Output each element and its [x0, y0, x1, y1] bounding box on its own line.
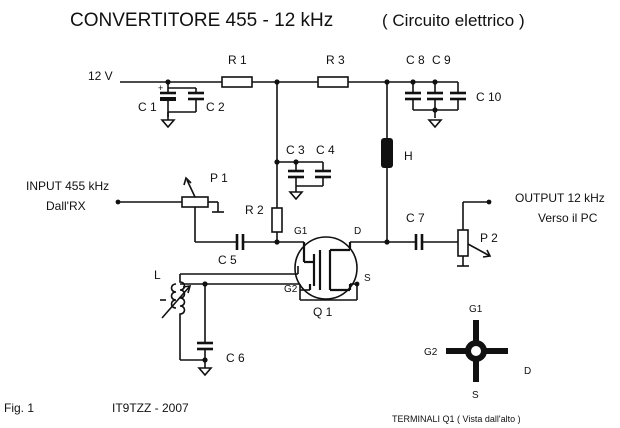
- r3-label: R 3: [326, 53, 345, 67]
- figure-label: Fig. 1: [4, 401, 34, 415]
- p1-wiper: [186, 179, 196, 198]
- input-line2: Dall'RX: [46, 199, 86, 213]
- ground-symbol: [427, 119, 443, 129]
- pinout-s-label: S: [472, 390, 479, 401]
- c10-label: C 10: [476, 90, 502, 104]
- resistor-r3: [317, 76, 349, 88]
- c3-label: C 3: [286, 143, 305, 157]
- inductor-tuning-arrowhead: [182, 285, 192, 294]
- input-line1: INPUT 455 kHz: [26, 179, 109, 193]
- potentiometer-p2: [457, 229, 469, 257]
- transistor-q1: [294, 236, 358, 300]
- c2-label: C 2: [206, 100, 225, 114]
- output-line2: Verso il PC: [538, 211, 598, 225]
- p2-label: P 2: [480, 231, 498, 245]
- potentiometer-p1: [181, 196, 209, 208]
- c6-label: C 6: [226, 351, 245, 365]
- resistor-r2: [271, 207, 283, 233]
- inductor-l: [179, 274, 186, 322]
- q1-g1-pin-label: G1: [294, 226, 308, 237]
- c7-label: C 7: [406, 211, 425, 225]
- c8-label: C 8: [406, 53, 425, 67]
- junction-dot: [202, 357, 208, 363]
- pinout-body-hole: [471, 346, 481, 356]
- q1-g2-pin-label: G2: [284, 284, 298, 295]
- inductor-l-secondary: [170, 283, 177, 309]
- c9-label: C 9: [432, 53, 451, 67]
- ground-symbol: [197, 367, 213, 377]
- choke-h: [381, 138, 393, 168]
- c1-label: C 1: [138, 100, 157, 114]
- output-line1: OUTPUT 12 kHz: [515, 191, 605, 205]
- q1-s-pin-label: S: [364, 273, 371, 284]
- p2-wiper-arrowhead: [482, 249, 492, 258]
- resistor-r1: [221, 76, 253, 88]
- title-sub: ( Circuito elettrico ): [382, 11, 525, 30]
- ground-symbol: [288, 191, 304, 201]
- l-label: L: [154, 268, 161, 282]
- r1-label: R 1: [228, 53, 247, 67]
- ground-symbol: [160, 119, 176, 129]
- p1-wiper-arrowhead: [183, 176, 192, 186]
- output-terminal: [486, 199, 492, 205]
- q1-label: Q 1: [313, 305, 333, 319]
- c5-label: C 5: [218, 253, 237, 267]
- supply-label: 12 V: [88, 69, 113, 83]
- r2-label: R 2: [245, 203, 264, 217]
- inductor-tuning-arrow: [161, 285, 191, 319]
- pinout-d-label: D: [524, 366, 531, 377]
- pinout-g1-label: G1: [469, 304, 483, 315]
- c1-polarity: +: [158, 83, 163, 93]
- h-label: H: [404, 149, 413, 163]
- c4-label: C 4: [316, 143, 335, 157]
- junction-dot: [432, 107, 438, 113]
- title-main: CONVERTITORE 455 - 12 kHz: [70, 10, 333, 31]
- q1-d-pin-label: D: [354, 226, 361, 237]
- c1-plate-bottom: [160, 97, 176, 101]
- pinout-caption: TERMINALI Q1 ( Vista dall'alto ): [392, 414, 521, 424]
- p2-wiper: [467, 243, 491, 257]
- pinout-g2-label: G2: [424, 347, 438, 358]
- author-label: IT9TZZ - 2007: [112, 401, 189, 415]
- p1-label: P 1: [210, 171, 228, 185]
